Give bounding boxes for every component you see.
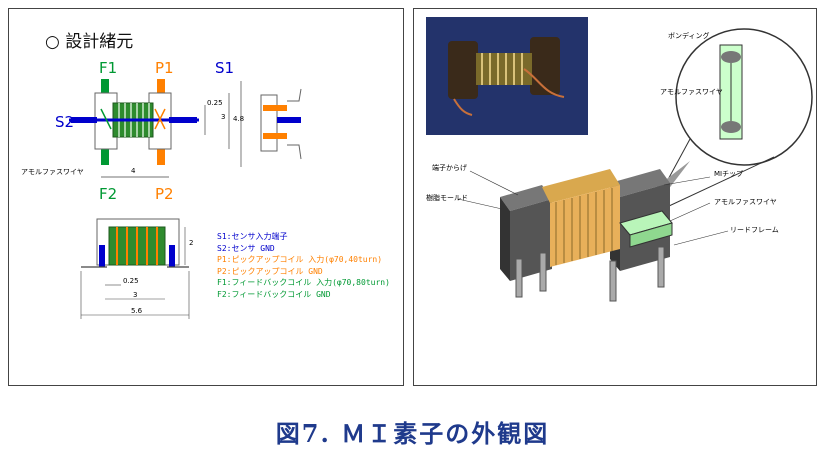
zoom-circle bbox=[646, 28, 813, 214]
pin-f2-label: F2 bbox=[99, 185, 118, 203]
dim-0-25-bottom: 0.25 bbox=[123, 277, 139, 285]
pin-s2-label: S2 bbox=[55, 113, 75, 131]
dim-3-bottom: 3 bbox=[133, 291, 138, 299]
pin-p2-label: P2 bbox=[155, 185, 174, 203]
amorphous-wire-label: アモルファスワイヤ bbox=[21, 168, 84, 176]
amorphous-wire-zoom-label: アモルファスワイヤ bbox=[660, 88, 723, 96]
appearance-panel: ボンディング アモルファスワイヤ 端子からげ 樹脂モールド MIチップ アモルフ… bbox=[413, 8, 817, 386]
side-view bbox=[260, 88, 302, 160]
legend-f1: F1:フィードバックコイル 入力(φ70,80turn) bbox=[217, 278, 390, 287]
lead-frame-label: リードフレーム bbox=[730, 226, 779, 234]
legend-s1: S1:センサ入力端子 bbox=[217, 232, 288, 241]
mi-chip-label: MIチップ bbox=[714, 170, 744, 178]
legend-p1: P1:ピックアップコイル 入力(φ70,40turn) bbox=[217, 255, 383, 264]
dim-5-6: 5.6 bbox=[131, 307, 143, 315]
resin-mold-label: 樹脂モールド bbox=[426, 194, 468, 202]
sensor-photo bbox=[426, 17, 588, 135]
appearance-drawing bbox=[426, 17, 813, 302]
pin-s1-label: S1 bbox=[215, 59, 235, 77]
dim-2: 2 bbox=[189, 239, 194, 247]
amorphous-wire-label-right: アモルファスワイヤ bbox=[714, 198, 777, 206]
dim-4: 4 bbox=[131, 167, 136, 175]
legend-p2: P2:ピックアップコイル GND bbox=[217, 266, 323, 276]
pin-f1-label: F1 bbox=[99, 59, 118, 77]
design-drawing bbox=[69, 79, 302, 319]
design-spec-panel: ○ 設計緒元 bbox=[8, 8, 404, 386]
figure-caption: 図7. ＭＩ素子の外観図 bbox=[275, 419, 550, 448]
terminal-tie-label: 端子からげ bbox=[432, 164, 467, 172]
legend-s2: S2:センサ GND bbox=[217, 243, 275, 253]
bonding-label: ボンディング bbox=[668, 32, 710, 40]
dim-0-25-top: 0.25 bbox=[207, 99, 223, 107]
design-spec-heading: ○ 設計緒元 bbox=[45, 32, 134, 52]
dim-4-8: 4.8 bbox=[233, 115, 245, 123]
legend-f2: F2:フィードバックコイル GND bbox=[217, 289, 331, 299]
pin-legend: S1:センサ入力端子 S2:センサ GND P1:ピックアップコイル 入力(φ7… bbox=[217, 231, 390, 300]
dim-3-top: 3 bbox=[221, 113, 226, 121]
device-3d bbox=[457, 169, 729, 302]
pin-p1-label: P1 bbox=[155, 59, 174, 77]
top-view bbox=[69, 79, 242, 178]
front-view bbox=[80, 218, 190, 319]
